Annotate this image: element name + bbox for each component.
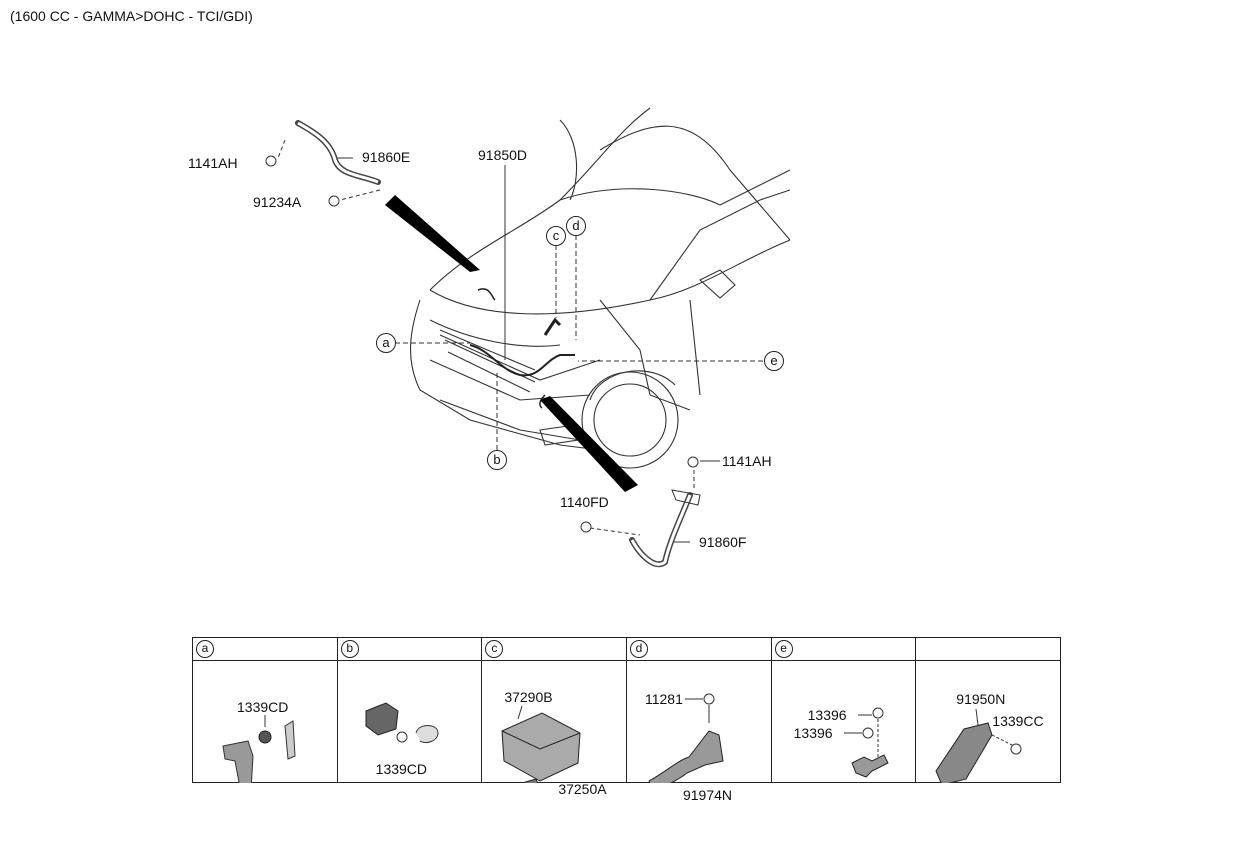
detail-cell-b: 1339CD	[336, 660, 483, 783]
detail-cell-a: 1339CD	[192, 660, 338, 783]
detail-cell-d: 11281 91974N	[625, 660, 772, 803]
detail-header-d: d	[625, 637, 772, 661]
detail-d-label-91974n: 91974N	[682, 787, 733, 803]
callout-c: c	[546, 226, 566, 246]
part-label-91860f: 91860F	[699, 534, 747, 550]
part-label-1141ah-bottom: 1141AH	[722, 453, 772, 469]
callout-a: a	[376, 333, 396, 353]
part-label-91860e: 91860E	[362, 149, 411, 165]
callout-d: d	[566, 216, 586, 236]
detail-c-drawing	[501, 705, 581, 783]
detail-f-label-91950n: 91950N	[956, 691, 1006, 707]
detail-cell-c: 37290B 37250A	[481, 660, 627, 797]
detail-a-label-1339cd: 1339CD	[237, 699, 289, 715]
detail-a-drawing	[222, 715, 296, 783]
callout-b: b	[487, 450, 507, 470]
part-label-91234a: 91234A	[253, 194, 302, 210]
detail-c-label-37250a: 37250A	[558, 781, 607, 797]
detail-header-a: a	[192, 637, 338, 661]
detail-e-label-13396-a: 13396	[807, 707, 847, 723]
detail-c-label-37290b: 37290B	[504, 689, 553, 705]
part-label-1140fd: 1140FD	[560, 494, 609, 510]
detail-header-b: b	[336, 637, 483, 661]
detail-f-label-1339cc: 1339CC	[992, 713, 1044, 729]
detail-b-drawing	[365, 702, 439, 744]
detail-e-label-13396-b: 13396	[793, 725, 833, 741]
part-label-91850d: 91850D	[478, 147, 528, 163]
callout-e: e	[764, 351, 784, 371]
detail-header-e: e	[770, 637, 917, 661]
engine-spec-title: (1600 CC - GAMMA>DOHC - TCI/GDI)	[10, 8, 253, 24]
detail-cell-f: 91950N 1339CC	[915, 660, 1061, 783]
detail-d-label-11281: 11281	[644, 691, 683, 707]
detail-header-blank	[915, 637, 1061, 661]
detail-cell-e: 13396 13396	[770, 660, 917, 783]
part-label-1141ah-top: 1141AH	[188, 155, 238, 171]
detail-e-drawing	[843, 707, 889, 778]
detail-header-c: c	[481, 637, 627, 661]
detail-d-drawing	[648, 693, 724, 783]
detail-parts-table: a b c d e 1339CD 1339CD	[192, 637, 1061, 803]
detail-b-label-1339cd: 1339CD	[375, 761, 428, 777]
detail-f-drawing	[935, 708, 1022, 783]
